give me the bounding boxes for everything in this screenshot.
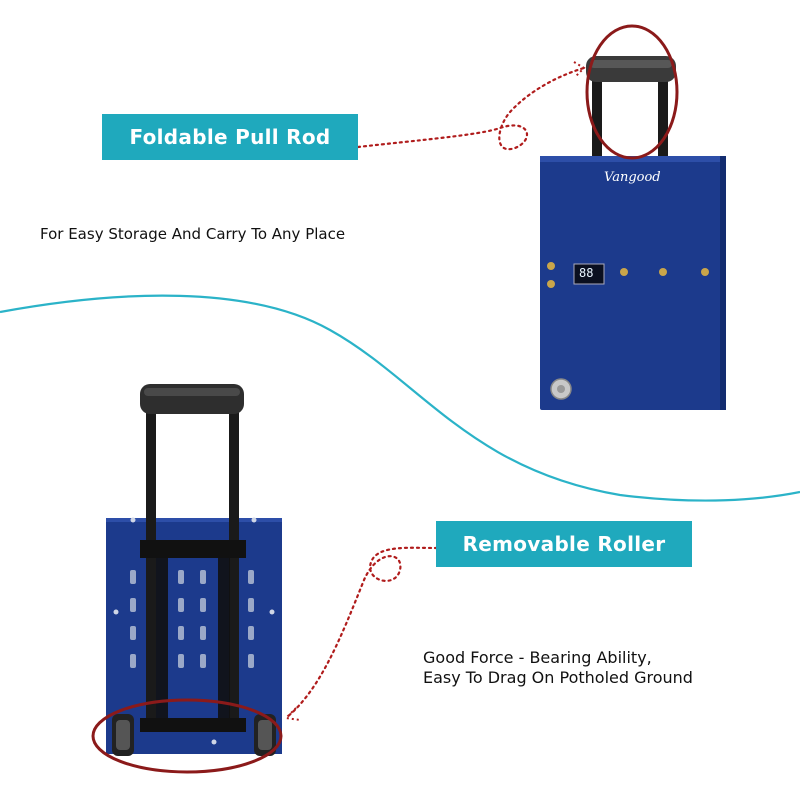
feature-caption-roller-line-2: Easy To Drag On Potholed Ground bbox=[423, 668, 693, 687]
brand-logo: Vangood bbox=[604, 170, 661, 185]
feature-caption-pull-rod: For Easy Storage And Carry To Any Place bbox=[40, 225, 346, 243]
feature-caption-roller-line-1: Good Force - Bearing Ability, bbox=[423, 648, 652, 667]
feature-label-roller: Removable Roller bbox=[436, 521, 692, 567]
display-readout: 88 bbox=[579, 266, 594, 280]
feature-label-pull-rod: Foldable Pull Rod bbox=[102, 114, 358, 160]
